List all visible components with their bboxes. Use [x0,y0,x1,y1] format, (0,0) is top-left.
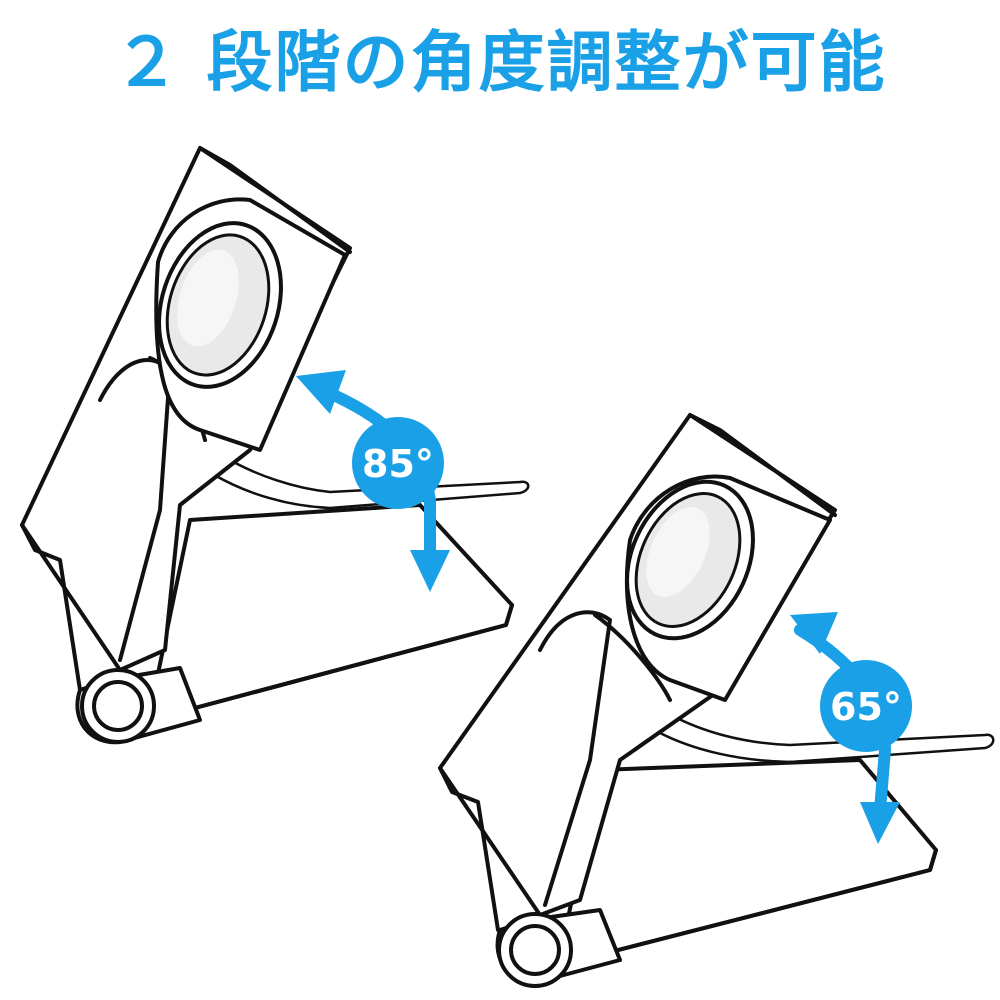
arrow-head-up-85 [296,370,346,414]
arrow-head-down-85 [410,550,450,592]
angle-badge-65 [820,660,912,752]
angle-label-85: 85° [362,442,434,486]
angle-badge-85 [352,417,444,509]
base-plate [148,503,514,722]
stand-65: 65° [438,413,995,988]
stand-85: 85° [20,146,530,745]
arrow-head-up-65 [790,612,838,654]
headline: ２ 段階の角度調整が可能 [113,24,887,101]
arrow-head-down-65 [860,802,900,844]
angle-label-65: 65° [830,685,902,729]
